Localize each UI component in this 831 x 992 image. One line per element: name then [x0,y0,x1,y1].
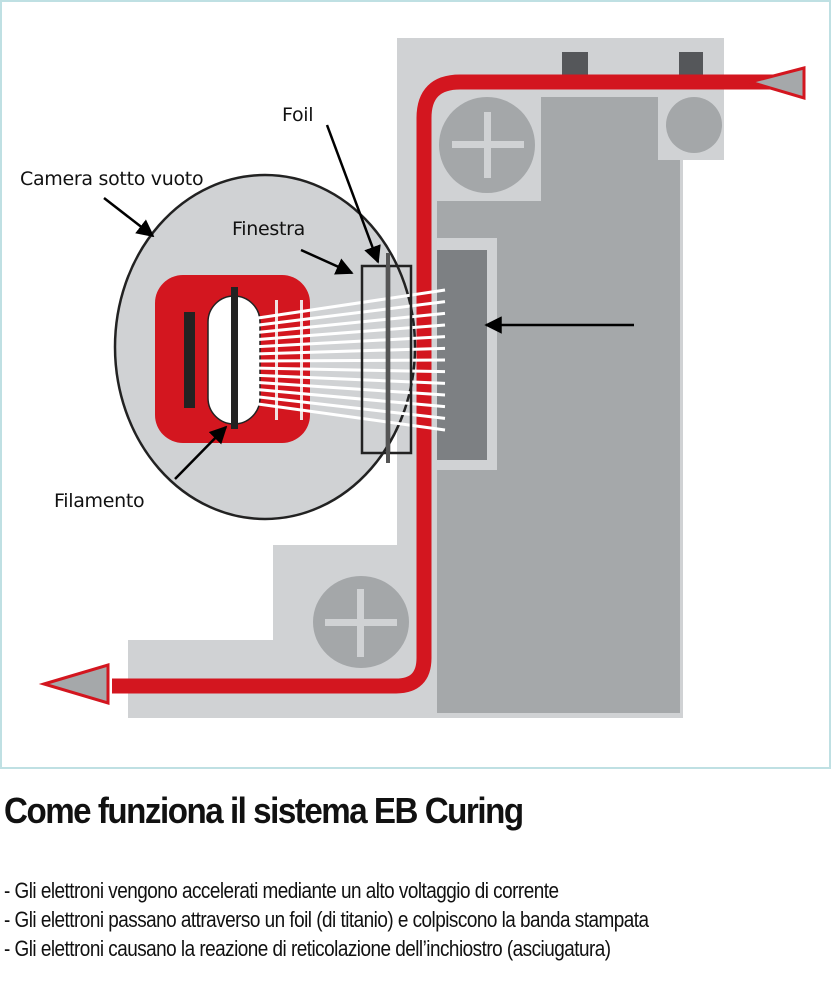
filament-pointer-arrow [174,425,228,480]
label-filament: Filamento [54,490,145,512]
caption-title: Come funziona il sistema EB Curing [4,790,524,831]
electron-beam [257,335,446,349]
foil-pointer-arrow [325,124,381,264]
electron-beam [257,366,446,374]
filament [231,287,238,429]
electron-beam [257,402,446,432]
web-direction-arrow-left [38,662,110,706]
target-window [437,250,487,460]
label-foil: Foil [282,104,314,126]
foil-sheet [386,253,390,463]
electron-beam [257,373,446,385]
electron-beams [257,288,446,432]
electron-beam [257,300,446,327]
electron-beam [257,358,446,363]
roller-cross-horizontal-bottom [325,619,397,626]
eb-curing-diagram [38,38,806,718]
roller-top-right [666,97,722,153]
electron-beam [257,395,446,420]
roller-cross-horizontal [452,141,524,148]
electron-beam [257,311,446,334]
electron-beam [257,346,446,356]
electron-beam [257,388,446,409]
window-pointer-arrow [300,248,354,275]
caption-bullet-list: - Gli elettroni vengono accelerati media… [4,876,753,963]
caption-bullet: - Gli elettroni vengono accelerati media… [4,878,559,903]
web-direction-arrow-right [744,66,806,101]
electron-beam [257,323,446,341]
grid-electrode [184,312,195,408]
label-window: Finestra [232,218,305,240]
caption-bullet: - Gli elettroni causano la reazione di r… [4,936,611,961]
caption-bullet: - Gli elettroni passano attraverso un fo… [4,907,649,932]
electron-beam [257,288,446,320]
printed-web-path [112,74,780,694]
label-vacuum-chamber: Camera sotto vuoto [20,168,204,190]
electron-beam [257,381,446,397]
vacuum-chamber-pointer-arrow [103,197,155,238]
